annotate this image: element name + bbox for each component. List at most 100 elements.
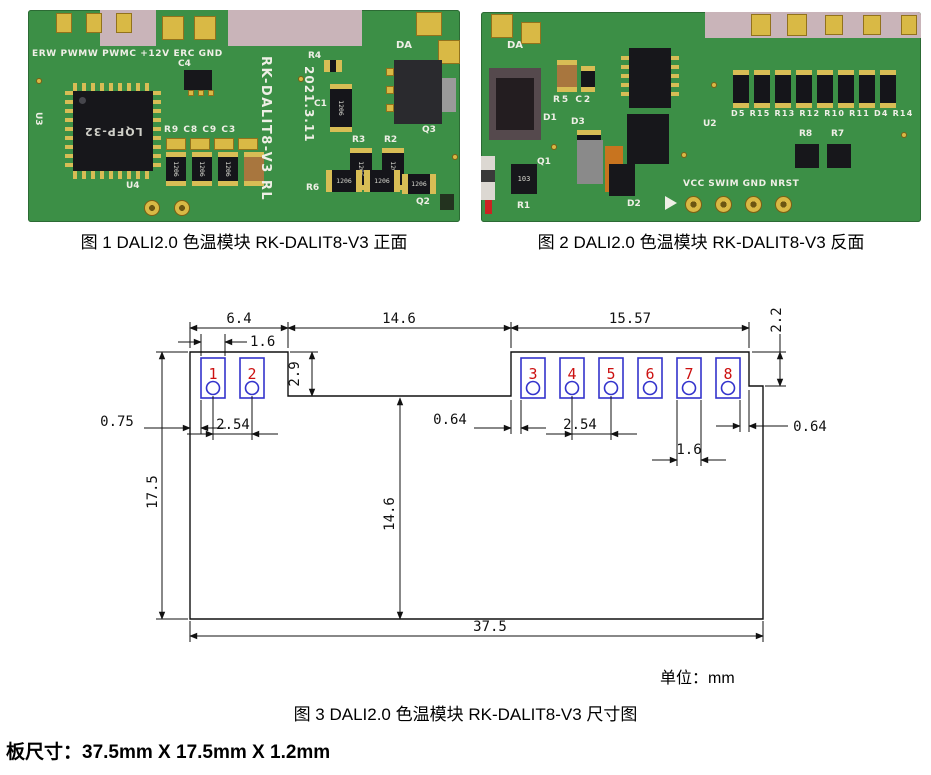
via bbox=[298, 76, 304, 82]
ref-c1: C1 bbox=[314, 99, 327, 109]
gold-pad bbox=[386, 68, 394, 76]
resistor bbox=[796, 70, 812, 108]
resistor bbox=[324, 60, 342, 72]
part-marking: 1206 bbox=[337, 100, 345, 116]
gold-pad bbox=[194, 16, 216, 40]
dim-15-57: 15.57 bbox=[609, 311, 651, 327]
pcb-photo-back: DA D1 R5 C2 U2 D3 Q1 R1 103 D2 bbox=[481, 12, 921, 222]
ref-d1: D1 bbox=[543, 113, 557, 123]
ref-u3: U3 bbox=[33, 112, 43, 126]
ref-r8: R8 bbox=[799, 129, 813, 139]
gold-pad bbox=[491, 14, 513, 38]
silkscreen-da-label: DA bbox=[507, 40, 524, 51]
gold-pad bbox=[190, 138, 210, 150]
red-mark bbox=[485, 200, 492, 214]
ref-r7: R7 bbox=[831, 129, 845, 139]
q3-transistor bbox=[394, 60, 442, 124]
resistor bbox=[733, 70, 749, 108]
dimension-drawing: 1 2 3 4 5 6 7 8 bbox=[100, 307, 827, 642]
pin-number-5: 5 bbox=[606, 365, 615, 383]
solder-pads bbox=[200, 357, 741, 399]
chip-marking: LQFP-32 bbox=[83, 125, 143, 139]
q1-part bbox=[577, 140, 603, 184]
capacitor: 1206 bbox=[330, 84, 352, 132]
board-size-text: 板尺寸：37.5mm X 17.5mm X 1.2mm bbox=[6, 742, 331, 763]
capacitor: 1206 bbox=[166, 152, 186, 186]
dim-2-54-left: 2.54 bbox=[216, 417, 250, 433]
edge-part-band bbox=[481, 170, 495, 182]
gold-pad bbox=[238, 138, 258, 150]
part-marking: 1206 bbox=[198, 161, 206, 177]
gold-pad bbox=[787, 14, 807, 36]
gold-pad bbox=[386, 86, 394, 94]
silkscreen-prog-labels: VCC SWIM GND NRST bbox=[683, 179, 800, 189]
d2-diode bbox=[609, 164, 635, 196]
r8-resistor bbox=[795, 144, 819, 168]
via bbox=[681, 152, 687, 158]
ref-c4: C4 bbox=[178, 59, 191, 69]
chip-pins bbox=[73, 83, 153, 91]
ref-u4: U4 bbox=[126, 181, 140, 191]
gold-pad bbox=[166, 138, 186, 150]
through-hole bbox=[745, 196, 762, 213]
dim-0-64-right: 0.64 bbox=[793, 419, 827, 435]
resistor bbox=[880, 70, 896, 108]
resistor bbox=[817, 70, 833, 108]
ref-r5c2: R5 C2 bbox=[553, 95, 593, 105]
q2-part bbox=[440, 194, 454, 210]
module-outline bbox=[189, 351, 764, 620]
lqfp32-chip: LQFP-32 bbox=[65, 83, 161, 179]
pin-number-7: 7 bbox=[684, 365, 693, 383]
pin1-dot bbox=[79, 97, 86, 104]
pin-number-1: 1 bbox=[208, 365, 217, 383]
through-hole bbox=[775, 196, 792, 213]
gold-pad bbox=[751, 14, 771, 36]
resistor: 1206 bbox=[326, 170, 362, 192]
photo-background bbox=[705, 12, 921, 38]
gold-pad bbox=[198, 90, 204, 96]
gold-pad bbox=[863, 15, 881, 35]
resistor bbox=[859, 70, 875, 108]
pin-number-4: 4 bbox=[567, 365, 576, 383]
ref-row-resistors: D5 R15 R13 R12 R10 R11 D4 R14 bbox=[731, 109, 914, 118]
pin-number-6: 6 bbox=[645, 365, 654, 383]
dim-6-4: 6.4 bbox=[226, 311, 251, 327]
part-marking: 1206 bbox=[374, 177, 390, 185]
dim-1-6-left: 1.6 bbox=[250, 334, 275, 350]
chip-body: LQFP-32 bbox=[73, 91, 153, 171]
r5-resistor bbox=[557, 60, 577, 92]
pin-number-8: 8 bbox=[723, 365, 732, 383]
unit-label: 单位：mm bbox=[660, 670, 735, 687]
q3-tab bbox=[442, 78, 456, 112]
dim-2-2: 2.2 bbox=[769, 307, 785, 332]
ref-r3: R3 bbox=[352, 135, 366, 145]
chip-pins bbox=[65, 91, 73, 171]
ref-r6: R6 bbox=[306, 183, 320, 193]
dim-0-64-mid: 0.64 bbox=[433, 412, 467, 428]
gold-pad bbox=[86, 13, 102, 33]
pad-hole bbox=[525, 380, 541, 396]
capacitor-tantalum bbox=[244, 152, 264, 186]
via bbox=[36, 78, 42, 84]
dim-14-6-mid: 14.6 bbox=[382, 497, 398, 531]
chip-pins bbox=[621, 56, 629, 100]
silkscreen-board-name: RK-DALIT8-V3 RL bbox=[258, 56, 273, 202]
ic-chip bbox=[627, 114, 669, 164]
pad-hole bbox=[642, 380, 658, 396]
r1-resistor: 103 bbox=[511, 164, 537, 194]
gold-pad bbox=[162, 16, 184, 40]
d1-body bbox=[496, 78, 534, 130]
dimension-labels: 6.4 14.6 15.57 2.2 1.6 2.9 0.75 2.54 0.6… bbox=[100, 307, 827, 635]
chip-pins bbox=[671, 56, 679, 100]
chip-pins bbox=[153, 91, 161, 171]
through-hole bbox=[715, 196, 732, 213]
ref-q1: Q1 bbox=[537, 157, 551, 167]
ref-d3: D3 bbox=[571, 117, 585, 127]
via bbox=[551, 144, 557, 150]
silkscreen-da-label: DA bbox=[396, 40, 413, 51]
gold-pad bbox=[825, 15, 843, 35]
resistor bbox=[775, 70, 791, 108]
part-marking: 1206 bbox=[411, 180, 427, 188]
resistor: 1206 bbox=[364, 170, 400, 192]
